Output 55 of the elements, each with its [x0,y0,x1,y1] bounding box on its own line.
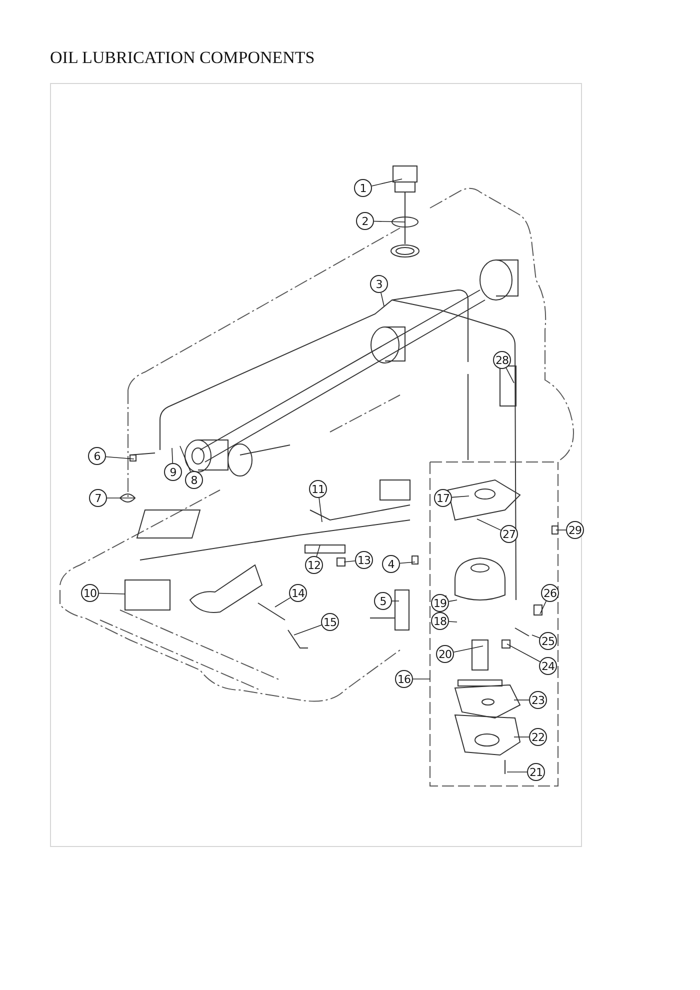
callout-number: 26 [541,584,559,602]
leader-line [476,518,502,531]
callout-number: 1 [354,179,372,197]
leader-line [540,600,547,614]
leader-line [98,592,126,594]
callout-number: 19 [431,594,449,612]
callout-number: 9 [164,463,182,481]
leader-line [448,600,458,602]
leader-line [172,448,174,464]
callout-number: 27 [500,525,518,543]
callout-number: 8 [185,471,203,489]
leader-line [380,292,384,306]
callout-number: 29 [566,521,584,539]
leader-line [400,562,416,564]
leader-line [374,220,406,222]
leader-line [452,496,470,498]
leader-line [506,644,540,662]
callout-number: 18 [431,612,449,630]
leader-line [532,634,540,638]
callout-number: 13 [355,551,373,569]
callout-number: 25 [539,632,557,650]
callout-number: 17 [434,489,452,507]
leader-line [106,456,134,460]
leader-line [318,498,322,522]
callout-number: 28 [493,351,511,369]
leader-line [506,368,514,384]
leader-line [316,544,320,557]
callout-number: 24 [539,657,557,675]
callout-number: 16 [395,670,413,688]
title: OIL LUBRICATION COMPONENTS [50,48,315,68]
callout-number: 4 [382,555,400,573]
leader-line [453,646,484,653]
leader-line [344,560,356,562]
callout-number: 11 [309,480,327,498]
callout-number: 5 [374,592,392,610]
leader-line [274,597,291,608]
callout-number: 12 [305,556,323,574]
callout-number: 21 [527,763,545,781]
callout-number: 3 [370,275,388,293]
leader-line [514,736,530,738]
callout-number: 2 [356,212,374,230]
callout-number: 20 [436,645,454,663]
callout-number: 14 [289,584,307,602]
leader-line [448,621,458,622]
callout-number: 15 [321,613,339,631]
leader-line [371,178,402,186]
leader-line [294,624,322,636]
callout-number: 23 [529,691,547,709]
callout-number: 10 [81,584,99,602]
callout-number: 6 [88,447,106,465]
leader-line [180,446,191,472]
callout-number: 7 [89,489,107,507]
callout-number: 22 [529,728,547,746]
leader-line [412,678,430,680]
leader-line [392,600,400,602]
